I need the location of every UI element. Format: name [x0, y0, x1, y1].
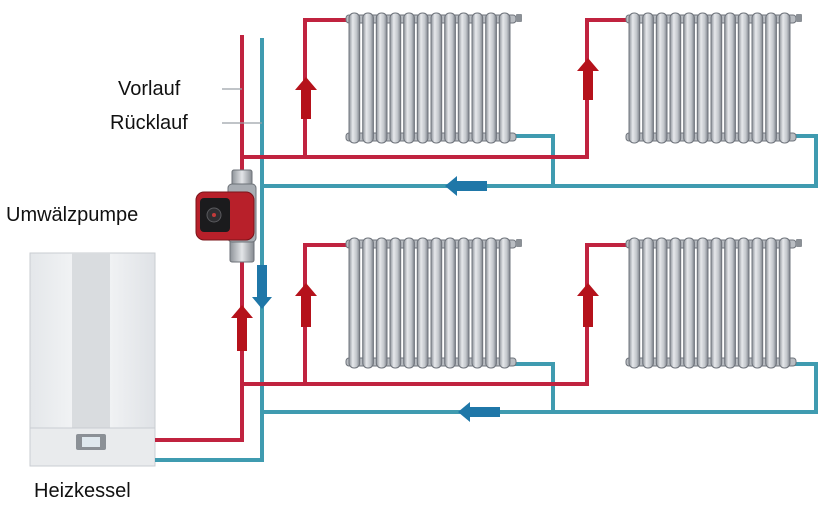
return-label: Rücklauf [110, 112, 188, 134]
flow-arrow-left-icon [445, 176, 487, 196]
flow-arrow-up-icon [577, 283, 599, 327]
flow-arrow-up-icon [295, 283, 317, 327]
flow-arrow-up-icon [295, 77, 317, 119]
radiator-icon [625, 12, 802, 144]
circulation-pump-icon [195, 169, 257, 263]
return-pipes [155, 38, 818, 462]
boiler-label: Heizkessel [34, 480, 131, 502]
radiator-icon [345, 237, 522, 369]
flow-arrows [231, 58, 599, 422]
boiler-icon [29, 252, 156, 467]
label-leader-lines [222, 88, 262, 124]
pump-label: Umwälzpumpe [6, 204, 139, 226]
radiators [345, 12, 802, 369]
flow-arrow-up-icon [231, 305, 253, 351]
flow-arrow-down-icon [252, 265, 272, 309]
flow-arrow-up-icon [577, 58, 599, 100]
supply-label: Vorlauf [118, 78, 181, 100]
radiator-icon [345, 12, 522, 144]
flow-arrow-left-icon [458, 402, 500, 422]
radiator-icon [625, 237, 802, 369]
